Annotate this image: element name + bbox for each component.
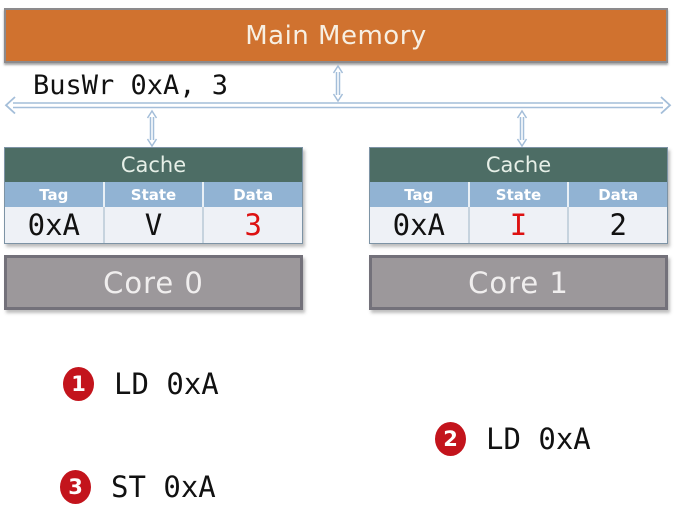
operation-3: 3 ST 0xA [60,469,216,504]
operation-3-label: ST 0xA [111,469,216,504]
cache0-row: 0xA V 3 [5,207,302,243]
cache0-title: Cache [5,148,302,182]
core0-label: Core 0 [103,265,204,300]
bus-cache1-arrow [516,109,528,148]
cache1-row: 0xA I 2 [370,207,667,243]
cache0-col-data: Data [202,182,302,207]
bus-cache0-arrow [146,109,158,148]
operation-2-number-badge: 2 [435,421,466,456]
core1-label: Core 1 [468,265,569,300]
cache0-state-value: V [102,207,203,243]
main-memory-box: Main Memory [4,8,668,63]
cache1-col-state: State [467,182,568,207]
cache0-col-tag: Tag [39,185,69,204]
operation-2: 2 LD 0xA [435,421,591,456]
cache1-state-value: I [467,207,568,243]
cache0-data-value: 3 [202,207,302,243]
cache0-column-headers: Tag State Data [5,182,302,207]
cache1-block: Cache Tag State Data 0xA I 2 [369,147,668,244]
cache1-tag-value: 0xA [392,208,446,242]
operation-1: 1 LD 0xA [63,366,219,401]
cache1-col-tag: Tag [404,185,434,204]
cache1-data-value: 2 [567,207,667,243]
cache1-column-headers: Tag State Data [370,182,667,207]
bus-transaction-label: BusWr 0xA, 3 [33,70,229,101]
core1-box: Core 1 [369,255,668,310]
cache1-col-data: Data [567,182,667,207]
memory-bus-arrow [332,64,344,103]
cache0-tag-value: 0xA [27,208,81,242]
cache0-block: Cache Tag State Data 0xA V 3 [4,147,303,244]
operation-1-label: LD 0xA [114,366,219,401]
cache1-title: Cache [370,148,667,182]
operation-2-label: LD 0xA [486,421,591,456]
main-memory-label: Main Memory [245,20,427,51]
operation-3-number-badge: 3 [60,469,91,504]
core0-box: Core 0 [4,255,303,310]
cache0-col-state: State [102,182,203,207]
operation-1-number-badge: 1 [63,366,94,401]
